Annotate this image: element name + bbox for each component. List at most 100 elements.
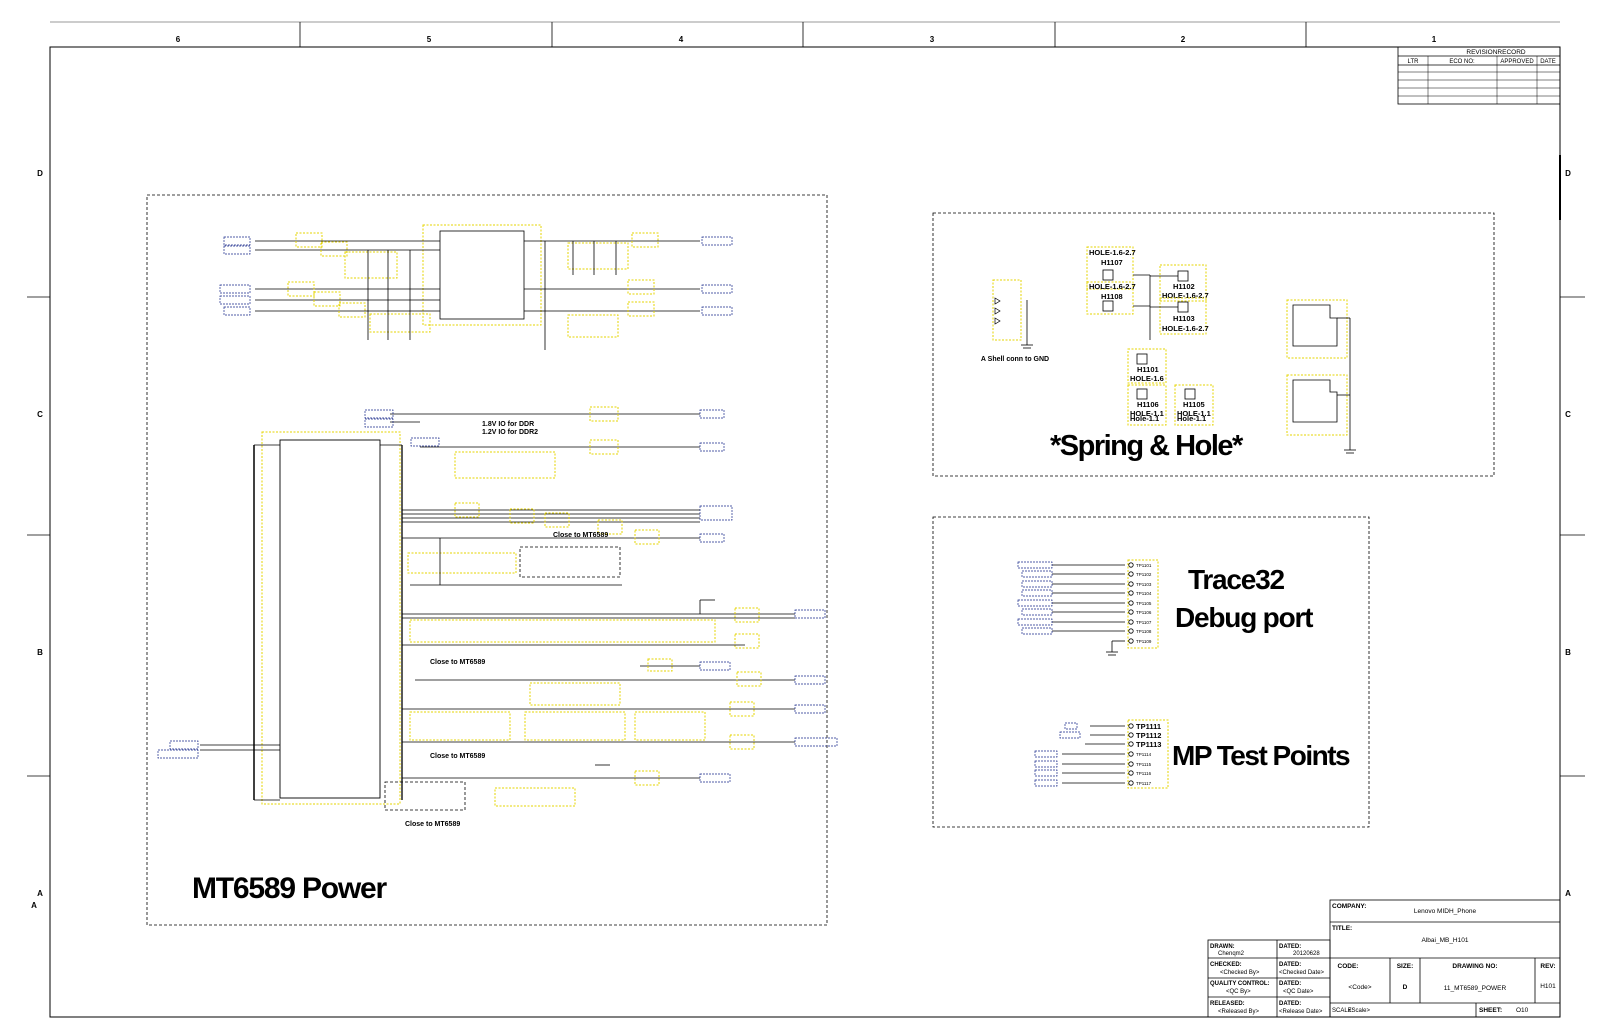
drawn-date: 20120628 [1293, 951, 1320, 957]
checked-by: <Checked By> [1220, 970, 1260, 976]
ddr-io-section: 1.8V IO for DDR 1.2V IO for DDR2 [364, 406, 725, 479]
net-label-flag [1017, 618, 1053, 626]
testpoint-pad [1128, 590, 1134, 596]
net-label-flag [1034, 769, 1058, 777]
checked-label: CHECKED: [1210, 962, 1242, 968]
testpoint-label: TP1103 [1136, 582, 1152, 587]
drawing-title: Albai_MB_H101 [1422, 937, 1469, 944]
drawing-no-value: 11_MT6589_POWER [1444, 985, 1507, 992]
net-label-flag [1021, 589, 1053, 597]
testpoint-label: TP1101 [1136, 563, 1152, 568]
net-label-flag [1034, 750, 1058, 758]
testpoint-label: TP1106 [1136, 610, 1152, 615]
released-date: <Release Date> [1279, 1009, 1323, 1015]
hole-h1108: HOLE-1.6-2.7 H1108 [1086, 281, 1136, 315]
testpoint-label: TP1102 [1136, 572, 1152, 577]
sheet-label: SHEET: [1479, 1007, 1502, 1014]
border-row-labels: D C B A A D C B A [31, 169, 1571, 910]
dvdd-section-4: Close to MT6589 [384, 764, 731, 828]
hole-type-label: HOLE-1.6-2.7 [1162, 324, 1209, 333]
hole-h1102: H1102 HOLE-1.6-2.7 [1159, 264, 1209, 302]
column-label: 6 [176, 35, 181, 44]
arrow-icon [994, 297, 1001, 305]
rev-value: H101 [1540, 983, 1556, 990]
revision-title: REVISIONRECORD [1466, 49, 1526, 56]
testpoint-pad [1128, 581, 1134, 587]
scale-label: SCALE: [1332, 1008, 1354, 1014]
testpoint-pad [1128, 609, 1134, 615]
net-label-flag [1017, 599, 1053, 607]
column-label: 3 [930, 35, 935, 44]
hole-ref-label: H1103 [1173, 314, 1195, 323]
qc-label: QUALITY CONTROL: [1210, 981, 1270, 987]
column-label: 1 [1432, 35, 1437, 44]
hole-type-label: Hole-1.1 [1177, 414, 1206, 423]
testpoint-label: TP1111 [1136, 722, 1161, 731]
drawn-by: Chenqm2 [1218, 951, 1245, 957]
testpoint-pad [1128, 571, 1134, 577]
revision-record-table: REVISIONRECORD LTR ECO NO: APPROVED DATE [1397, 46, 1561, 105]
net-label-flag [1021, 570, 1053, 578]
net-label-flag [1034, 760, 1058, 768]
testpoint-label: TP1114 [1136, 752, 1152, 757]
row-label: A [31, 901, 37, 910]
close-to-label: Close to MT6589 [430, 659, 485, 666]
mt6589-power-chip [157, 431, 403, 805]
net-label-flag [1021, 580, 1053, 588]
power-block: 1.8V IO for DDR 1.2V IO for DDR2 Close t… [146, 194, 838, 926]
revision-header: LTR [1408, 59, 1420, 65]
row-label: C [37, 410, 43, 419]
hole-ref-label: H1101 [1137, 365, 1159, 374]
hole-extra-type-label: HOLE-1.1 [1130, 409, 1164, 418]
dated-label: DATED: [1279, 1001, 1301, 1007]
testpoint-pad [1128, 562, 1134, 568]
qc-date: <QC Date> [1283, 989, 1314, 995]
released-by: <Released By> [1218, 1009, 1260, 1015]
trace32-testpoints: TP1101 TP1102 TP1103 TP1104 TP1105 TP110… [1017, 559, 1159, 656]
testpoint-label: TP1104 [1136, 591, 1152, 596]
sheet-border [27, 21, 1585, 1018]
row-label: B [1565, 648, 1571, 657]
company-label: COMPANY: [1332, 903, 1366, 910]
hole-h1101: H1101 HOLE-1.6 [1127, 348, 1167, 384]
row-label: C [1565, 410, 1571, 419]
row-label: A [37, 889, 43, 898]
revision-header: ECO NO: [1449, 59, 1475, 65]
power-block-title: MT6589 Power [192, 872, 388, 905]
column-label: 5 [427, 35, 432, 44]
drawing-no-label: DRAWING NO: [1452, 963, 1497, 970]
column-label: 4 [679, 35, 684, 44]
hole-type-label: HOLE-1.6-2.7 [1089, 282, 1136, 291]
net-label-flag [1034, 779, 1058, 787]
shell-note: A Shell conn to GND [981, 356, 1049, 363]
row-label: A [1565, 889, 1571, 898]
trace32-title-line1: Trace32 [1188, 564, 1285, 595]
testpoint-label: TP1113 [1136, 740, 1161, 749]
dated-label: DATED: [1279, 981, 1301, 987]
mp-testpoints: TP1111 TP1112 TP1113 TP1114 TP1115 TP111… [1034, 719, 1169, 789]
hole-type-label: HOLE-1.6 [1130, 374, 1164, 383]
net-label-flag [1064, 722, 1078, 730]
testpoint-pad [1128, 732, 1134, 738]
row-label: D [1565, 169, 1571, 178]
scale-value: <Scale> [1348, 1008, 1371, 1014]
testpoint-label: TP1105 [1136, 601, 1152, 606]
close-to-label: Close to MT6589 [430, 753, 485, 760]
hole-h1106: H1106 HOLE-1.1 Hole-1.1 [1127, 384, 1167, 426]
testpoint-pad [1128, 770, 1134, 776]
testpoint-pad [1128, 751, 1134, 757]
code-value: <Code> [1348, 984, 1371, 991]
hole-ref-label: H1106 [1137, 400, 1159, 409]
size-label: SIZE: [1397, 963, 1414, 970]
trace32-title-line2: Debug port [1175, 602, 1313, 633]
row-label: B [37, 648, 43, 657]
title-block: COMPANY: Lenovo MIDH_Phone TITLE: Albai_… [1207, 899, 1561, 1018]
testpoint-label: TP1108 [1136, 629, 1152, 634]
top-ldo-section [219, 224, 733, 350]
dated-label: DATED: [1279, 962, 1301, 968]
bracket-wires [1133, 274, 1178, 340]
testpoint-pad [1128, 600, 1134, 606]
debug-test-block: TP1101 TP1102 TP1103 TP1104 TP1105 TP110… [932, 516, 1370, 828]
row-label: D [37, 169, 43, 178]
